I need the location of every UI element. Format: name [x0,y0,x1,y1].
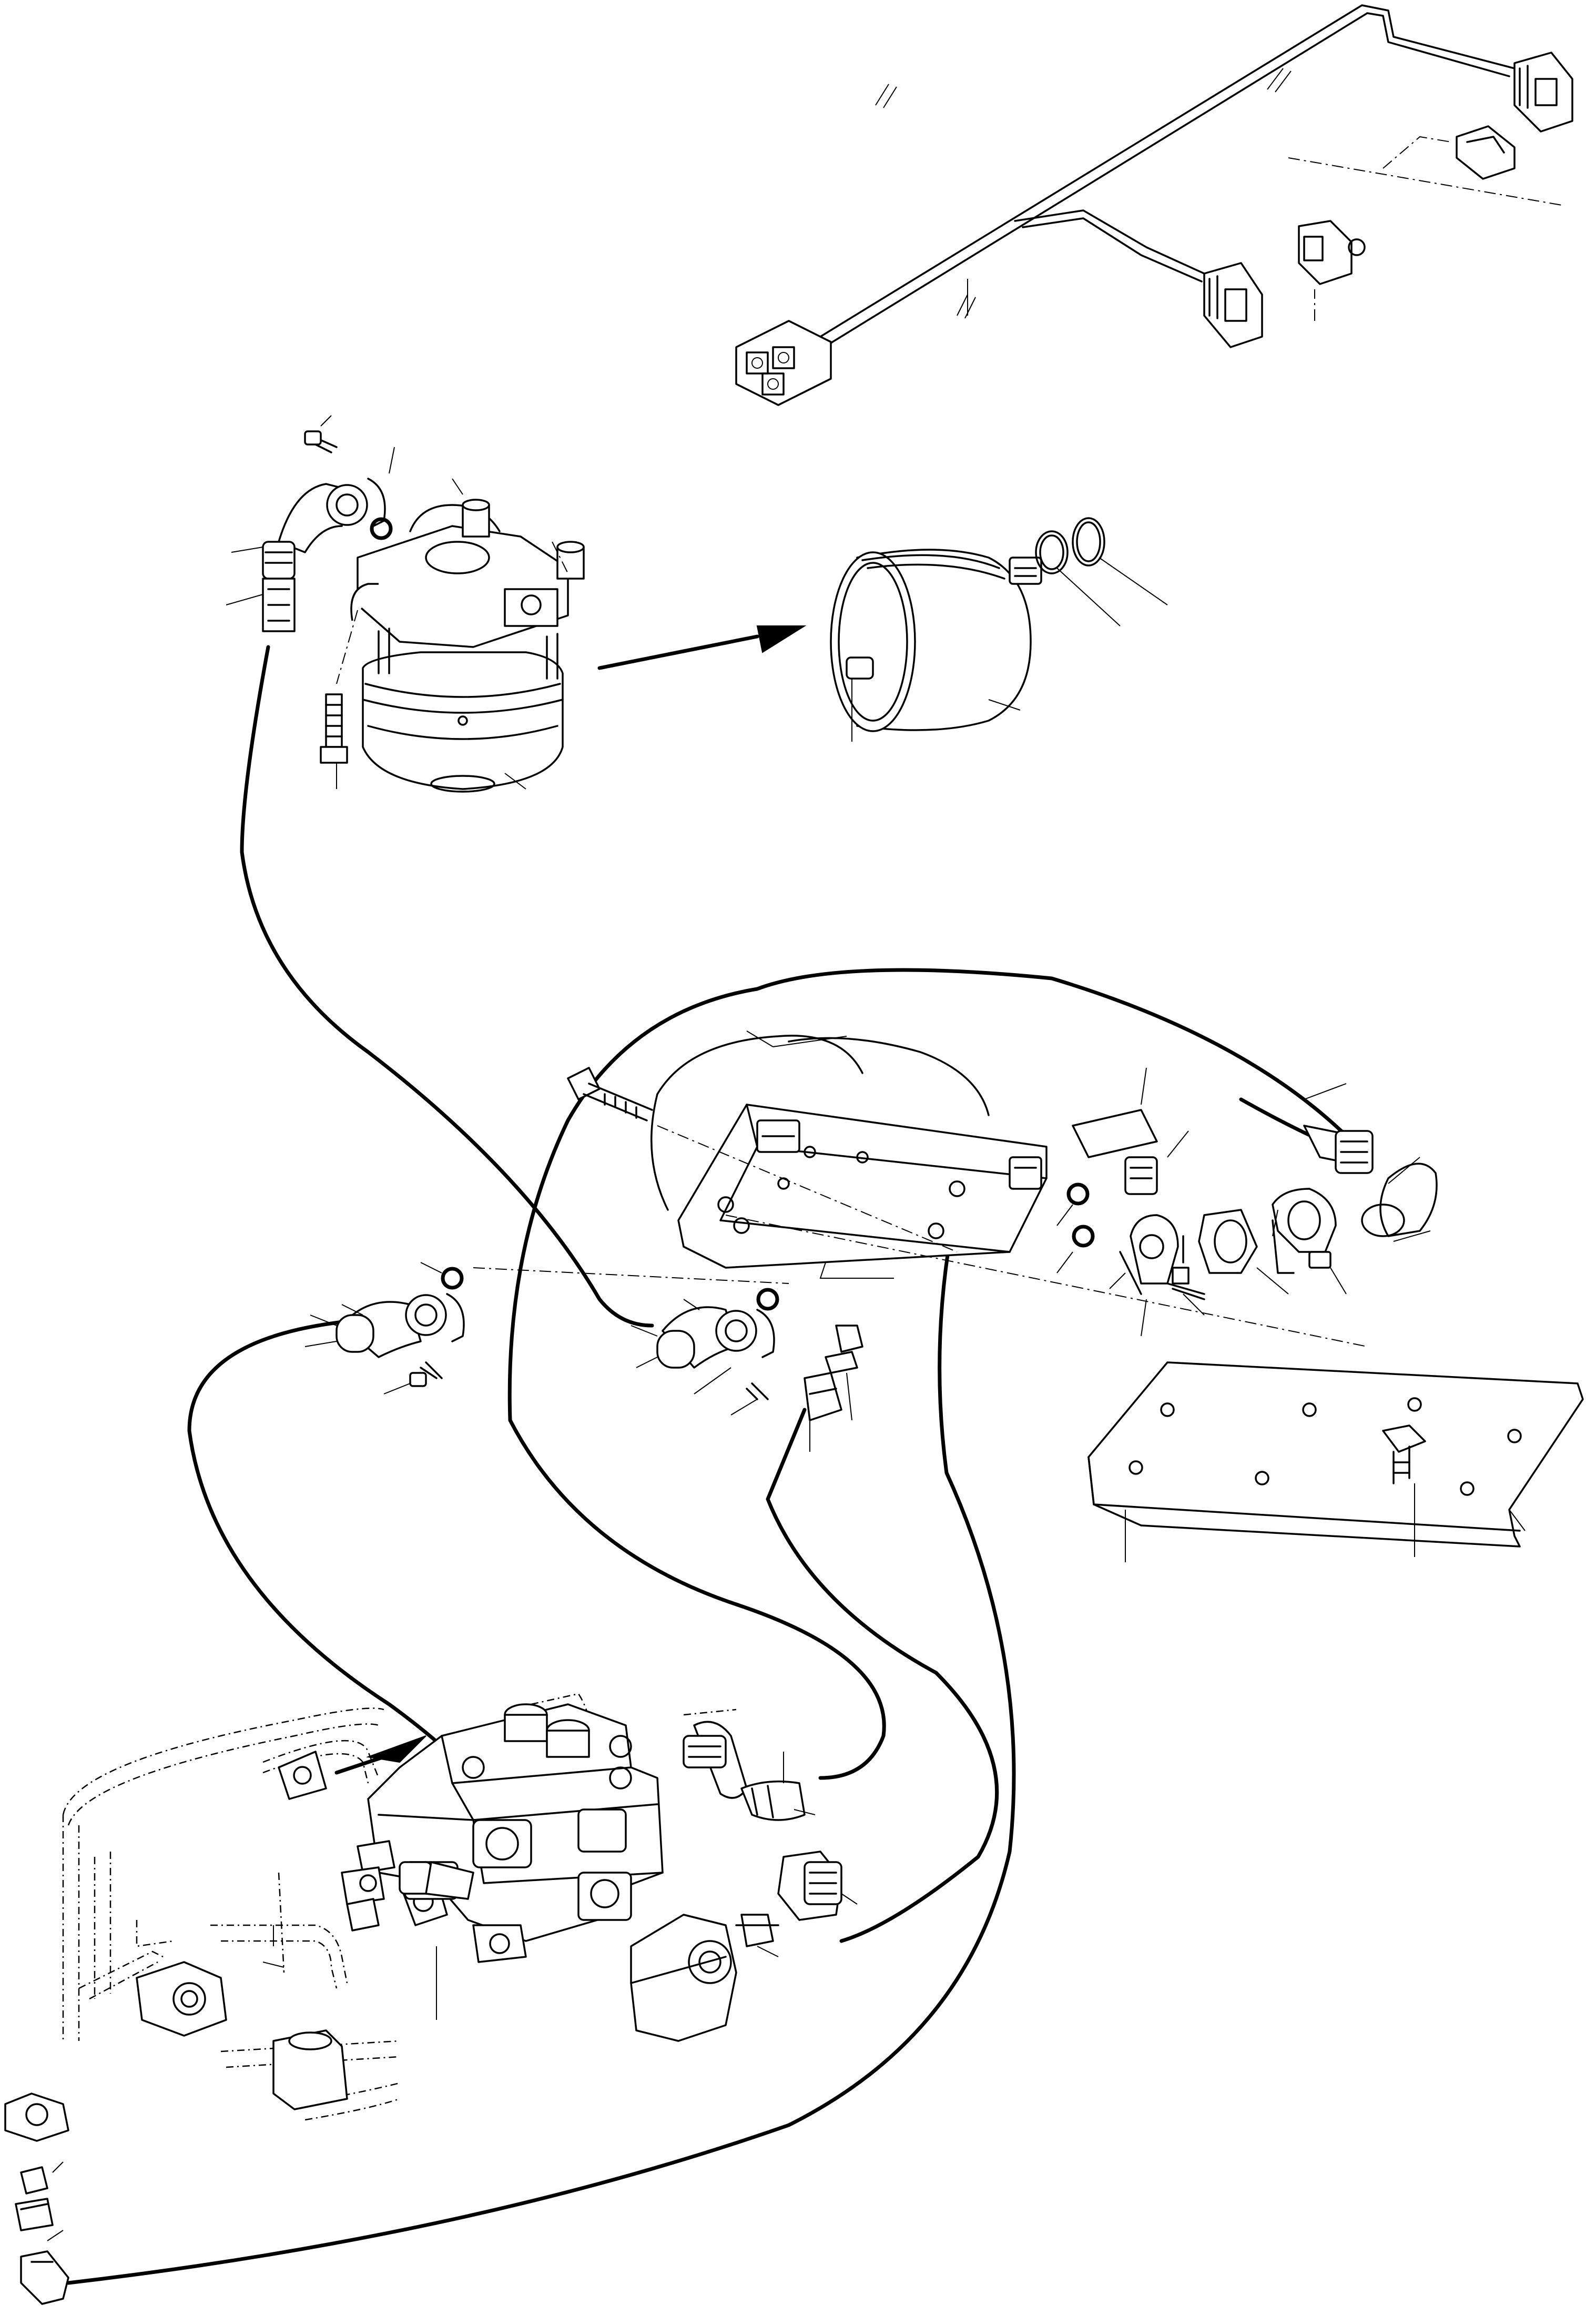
harness-connector-right-middle [1203,262,1263,348]
brake-chamber-hose-end [262,578,296,632]
bracket-plate [1087,1361,1584,1562]
mounting-plate [677,1104,1048,1279]
harness-connector-left [735,320,832,406]
valve-left-fittings [631,1288,863,1452]
mounting-stud [320,693,348,764]
hose-right-to-bottom [66,1155,1016,2285]
hose-assemblies [66,645,1369,2285]
sensor-switch [1298,125,1516,285]
bracket-bolt [1382,1424,1426,1484]
hose-end-pump-side [683,1721,816,1821]
pump-adapter-fitting [735,1851,858,1957]
wiring-harness [735,4,1573,406]
brake-chamber [226,415,585,793]
hex-bolt [567,1067,653,1121]
hose-end-center-valve [399,1861,474,1900]
elbow-fitting [262,478,386,580]
valve-right-fittings [1056,1067,1289,1337]
hose-brake-chamber-to-valve [240,645,654,1328]
pump-housing [630,1914,737,2042]
hose-center-to-tank [766,1408,999,1943]
harness-connector-right-top [1513,52,1573,133]
socket-head-screw [304,430,338,453]
o-ring [370,517,393,540]
valve-bottom-left [4,1961,348,2305]
far-right-elbow-assembly [1272,1083,1438,1295]
tee-fitting-assembly-left [304,1262,789,1394]
brake-chamber-body [350,499,585,793]
pressure-accumulator [597,517,1168,742]
hose-loop-large [507,968,1369,1780]
